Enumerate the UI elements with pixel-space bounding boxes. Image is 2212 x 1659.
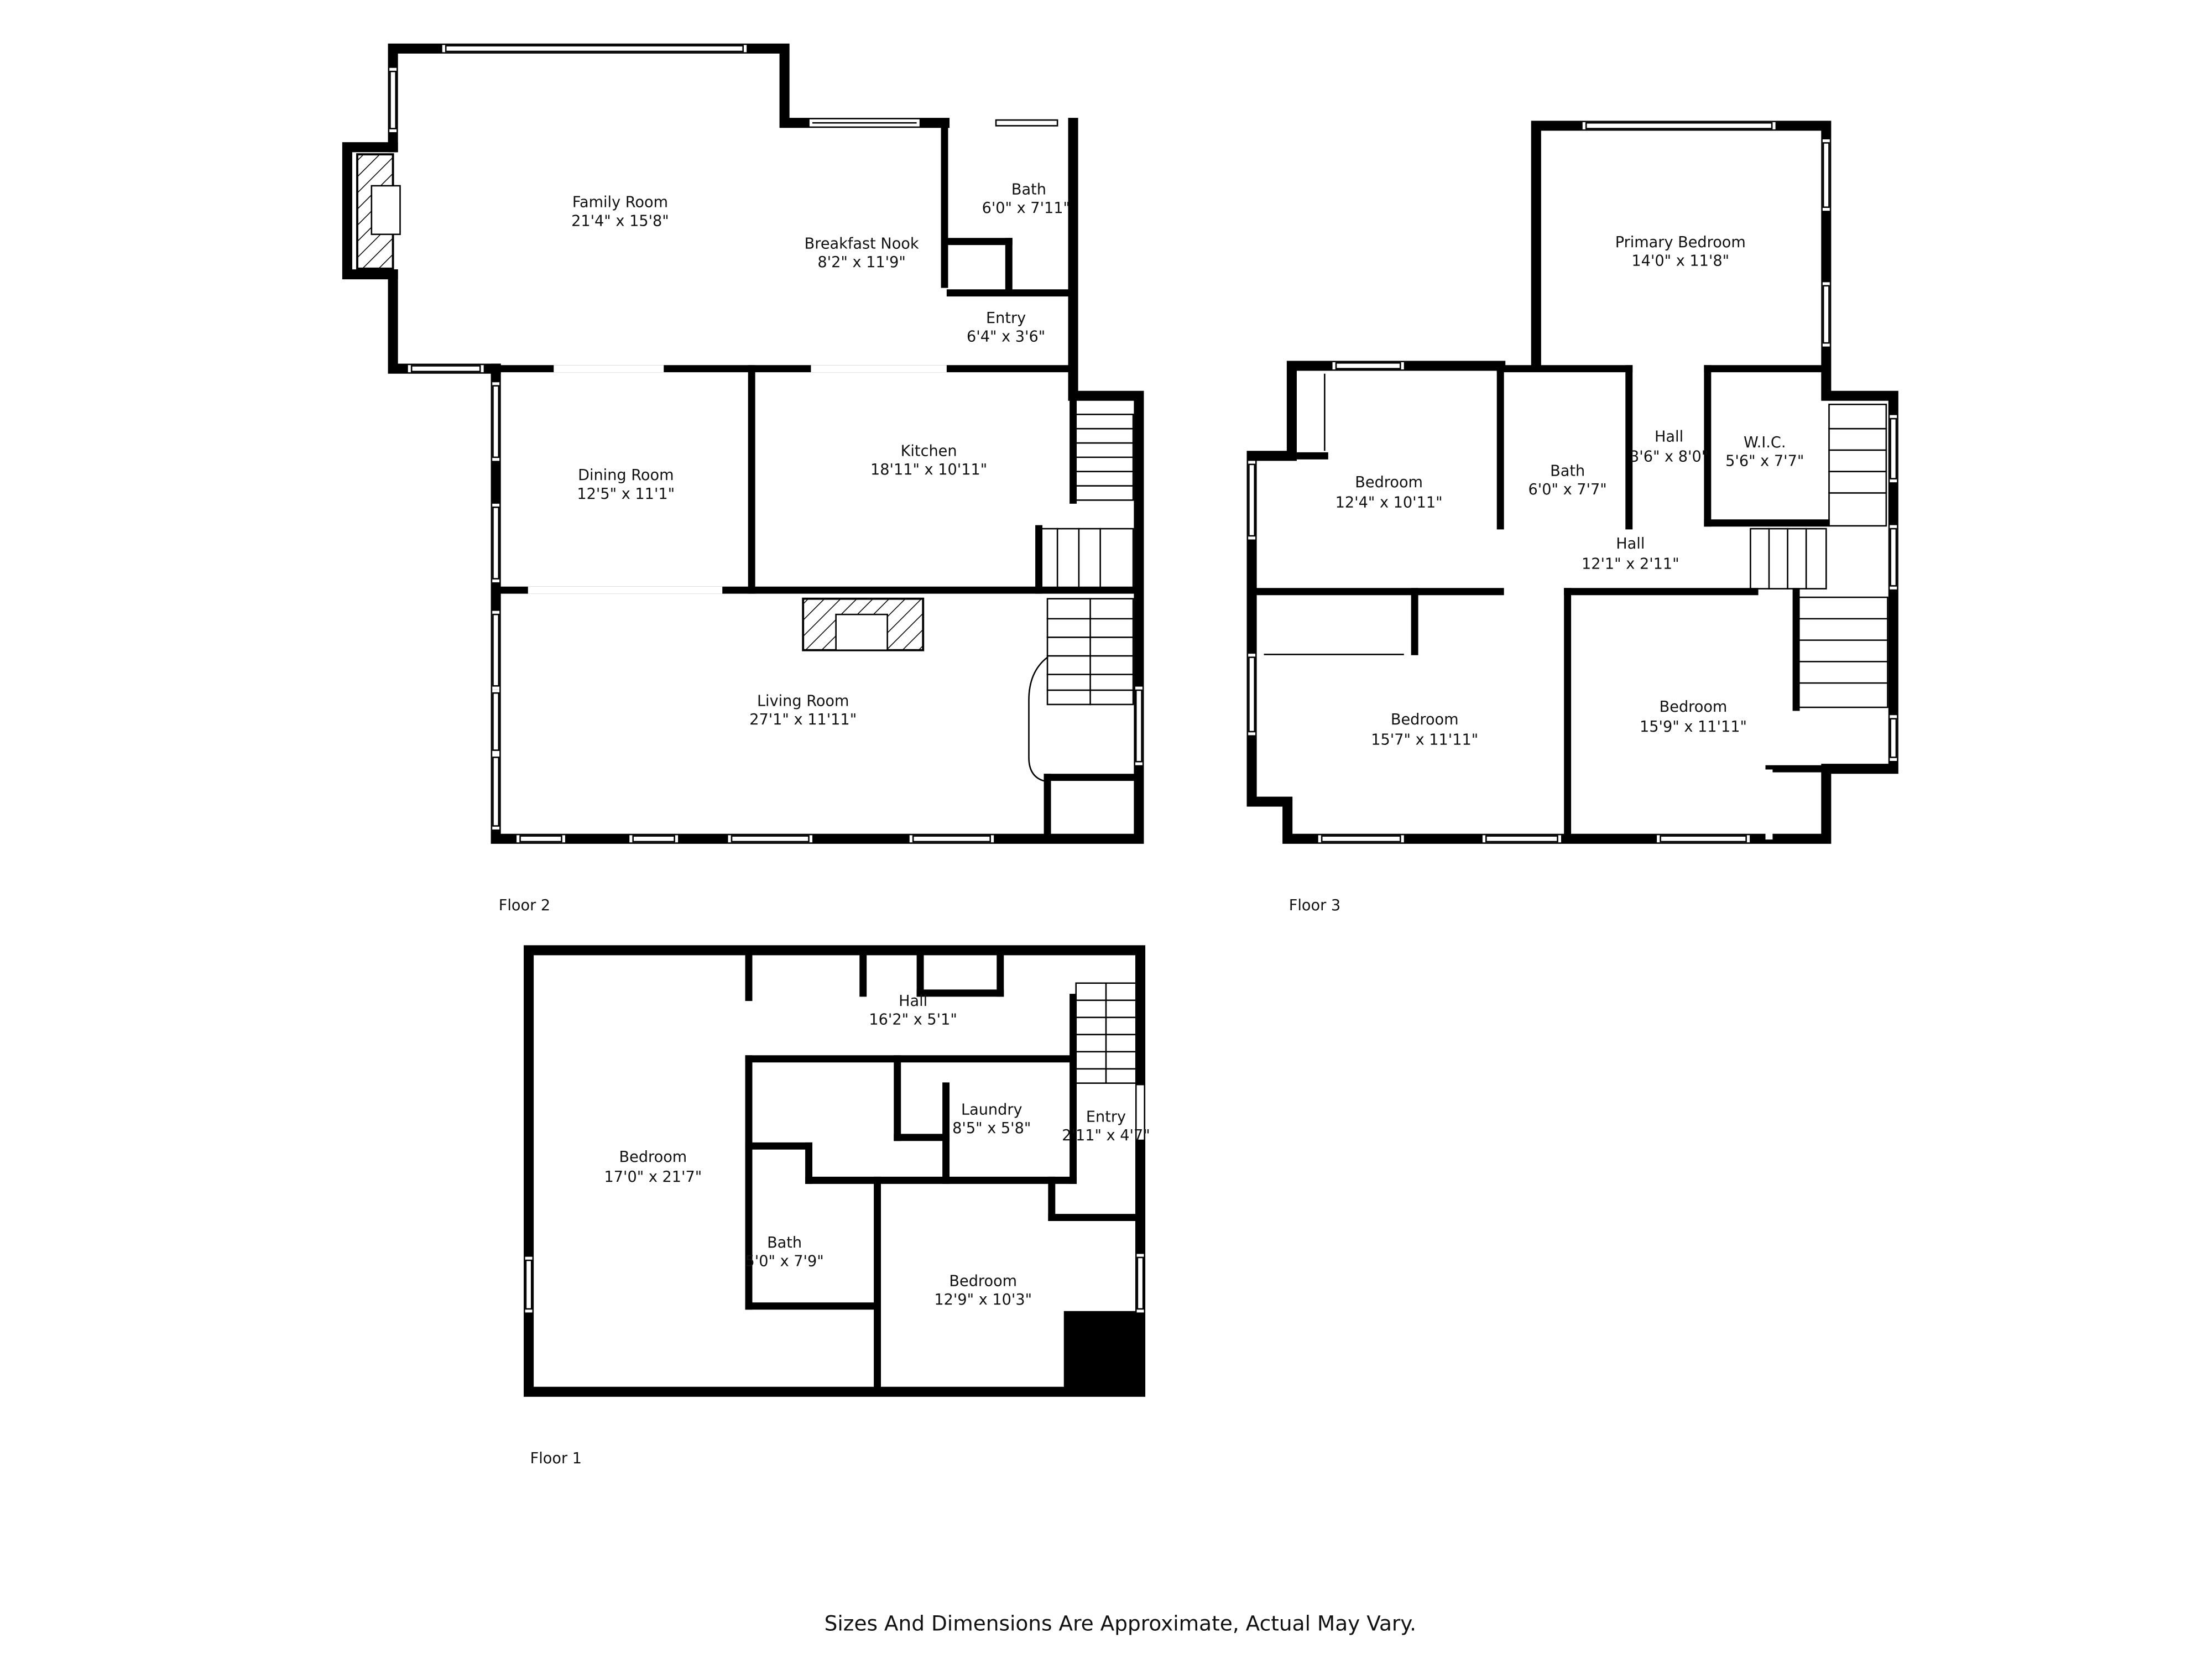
room-dims: 8'5" x 5'8" [952,1120,1031,1137]
room-dims: 17'0" x 21'7" [604,1168,702,1186]
floor-3-labels: Primary Bedroom 14'0" x 11'8" Bedroom 12… [1289,234,1804,914]
floor-label: Floor 1 [530,1450,582,1467]
room-name: Bedroom [949,1273,1017,1290]
room-dims: 6'0" x 7'11" [982,200,1070,217]
room-name: Family Room [572,194,668,211]
room-dims: 16'2" x 5'1" [869,1011,957,1029]
room-dims: 15'7" x 11'11" [1371,731,1478,748]
floor-2-plan [342,43,1144,844]
room-dims: 8'2" x 11'9" [817,254,905,271]
floor-label: Floor 2 [499,897,550,914]
room-name: Entry [1086,1108,1126,1125]
room-name: Hall [1616,535,1645,552]
room-name: Bath [1011,181,1046,198]
room-dims: 3'6" x 8'0" [1630,448,1708,466]
floor-1-plan [524,945,1146,1397]
room-dims: 12'4" x 10'11" [1335,494,1443,511]
room-name: Laundry [961,1102,1022,1119]
room-dims: 27'1" x 11'11" [749,711,857,728]
room-name: Bath [767,1234,802,1251]
room-name: Dining Room [578,467,674,484]
floor-label: Floor 3 [1289,897,1340,914]
room-dims: 21'4" x 15'8" [571,212,669,229]
room-dims: 18'11" x 10'11" [870,461,987,478]
room-dims: 12'1" x 2'11" [1582,555,1679,572]
floor-2-labels: Family Room 21'4" x 15'8" Breakfast Nook… [499,181,1070,914]
room-dims: 6'0" x 7'7" [1528,481,1607,498]
room-name: Bath [1550,462,1585,479]
room-name: Bedroom [1355,474,1423,491]
room-name: W.I.C. [1744,434,1786,451]
room-name: Bedroom [1391,711,1459,728]
room-name: Hall [899,993,927,1010]
room-name: Hall [1655,428,1683,445]
room-name: Primary Bedroom [1615,234,1746,251]
floor-1-labels: Bedroom 17'0" x 21'7" Hall 16'2" x 5'1" … [530,993,1150,1467]
room-name: Kitchen [901,442,957,460]
room-name: Entry [986,310,1026,327]
disclaimer-text: Sizes And Dimensions Are Approximate, Ac… [825,1611,1416,1635]
room-dims: 5'0" x 7'9" [745,1253,824,1270]
room-dims: 6'4" x 3'6" [967,328,1045,346]
room-name: Bedroom [1660,698,1728,716]
room-dims: 12'9" x 10'3" [934,1291,1032,1308]
room-dims: 2'11" x 4'7" [1062,1127,1150,1144]
floor-3-plan [1246,121,1898,844]
room-name: Breakfast Nook [805,236,919,253]
room-dims: 12'5" x 11'1" [577,486,675,503]
room-dims: 14'0" x 11'8" [1631,253,1729,270]
room-name: Living Room [757,692,849,709]
room-name: Bedroom [619,1149,687,1166]
room-dims: 15'9" x 11'11" [1640,718,1747,735]
room-dims: 5'6" x 7'7" [1725,452,1804,469]
